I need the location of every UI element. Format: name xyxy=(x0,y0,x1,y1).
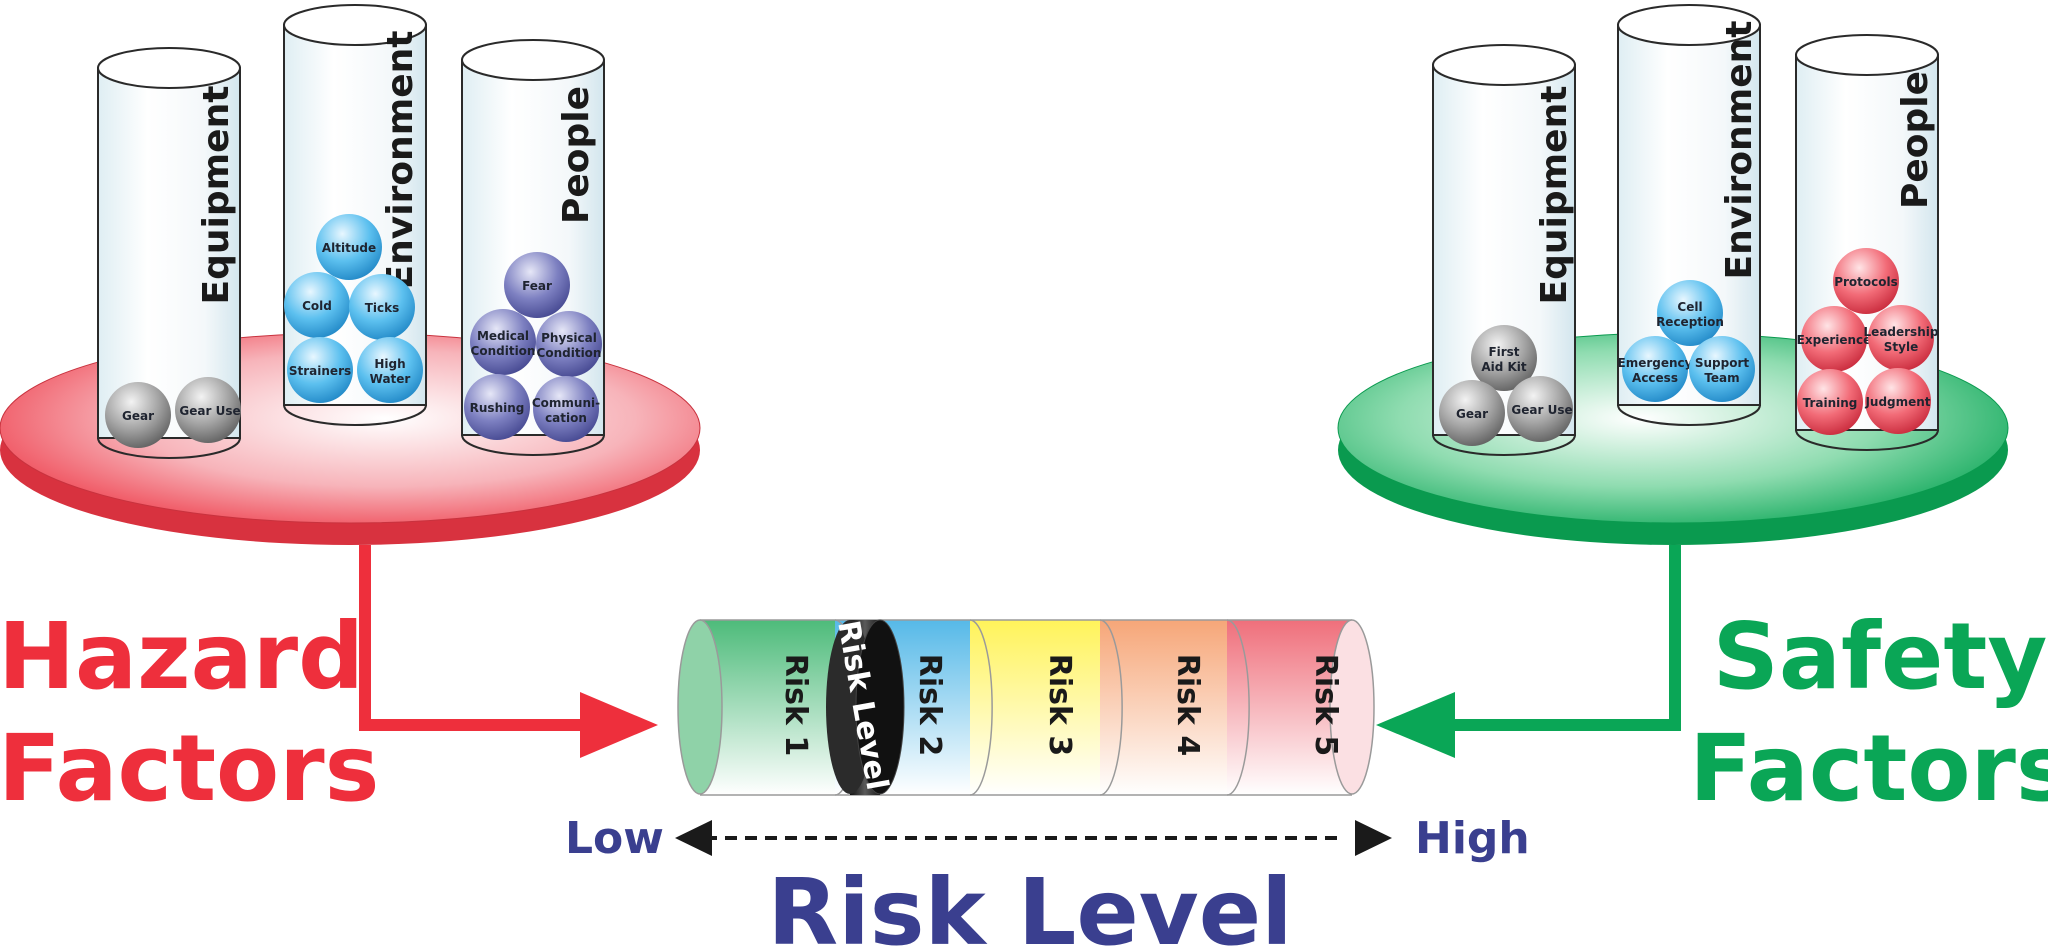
ball-label: Strainers xyxy=(289,364,351,378)
ball-label: Gear xyxy=(122,409,154,423)
ball-label: Experience xyxy=(1797,333,1872,347)
safety-people-label: People xyxy=(1895,71,1936,209)
risk-segment-2-label: Risk 2 xyxy=(912,654,947,757)
risk-segment-3-label: Risk 3 xyxy=(1042,654,1077,757)
safety-training-ball: Training xyxy=(1797,369,1863,435)
hazard-gear-ball: Gear xyxy=(105,382,171,448)
hazard-communication-ball: Communi-cation xyxy=(532,376,600,442)
ball-label: Cold xyxy=(302,299,332,313)
risk-segment-4-label: Risk 4 xyxy=(1170,654,1205,757)
hazard-altitude-ball: Altitude xyxy=(316,214,382,280)
hazard-arrow xyxy=(359,545,658,758)
scale-low-label: Low xyxy=(565,813,664,864)
ball-label: Fear xyxy=(522,279,552,293)
hazard-cylinder-equipment: Equipment Gear Gear Use xyxy=(97,47,241,459)
hazard-people-label: People xyxy=(556,86,597,224)
ball-label: Rushing xyxy=(470,401,525,415)
risk-segment-5-label: Risk 5 xyxy=(1308,654,1343,757)
hazard-cylinder-environment: Environment Altitude Cold Ticks Strainer… xyxy=(283,4,427,426)
safety-experience-ball: Experience xyxy=(1797,306,1872,372)
safety-judgment-ball: Judgment xyxy=(1864,368,1931,434)
hazard-equipment-label: Equipment xyxy=(196,86,237,305)
risk-segment-5: Risk 5 xyxy=(1226,619,1375,796)
risk-segment-3: Risk 3 xyxy=(969,619,1100,796)
ball-label: Protocols xyxy=(1834,275,1898,289)
risk-segment-4: Risk 4 xyxy=(1099,619,1227,796)
hazard-environment-label: Environment xyxy=(380,31,421,290)
hazard-title-line1: Hazard xyxy=(0,603,364,710)
safety-title-line1: Safety xyxy=(1713,603,2048,710)
ball-label: Altitude xyxy=(322,241,376,255)
safety-protocols-ball: Protocols xyxy=(1833,248,1899,314)
hazard-cold-ball: Cold xyxy=(284,272,350,338)
risk-level-slider[interactable]: Risk Level xyxy=(826,618,905,795)
hazard-gear-use-ball: Gear Use xyxy=(175,377,241,443)
hazard-strainers-ball: Strainers xyxy=(287,337,353,403)
ball-label: Gear xyxy=(1456,407,1488,421)
scale-high-label: High xyxy=(1415,813,1530,864)
hazard-ticks-ball: Ticks xyxy=(349,274,415,340)
safety-gear-ball: Gear xyxy=(1439,380,1505,446)
ball-label: Judgment xyxy=(1864,395,1930,409)
hazard-title-line2: Factors xyxy=(0,715,379,822)
hazard-rushing-ball: Rushing xyxy=(464,374,530,440)
risk-bar: Risk 1 Risk 2 Risk 3 Risk 4 xyxy=(677,618,1375,796)
risk-segment-1-label: Risk 1 xyxy=(778,654,813,757)
ball-label: Ticks xyxy=(365,301,400,315)
safety-environment-label: Environment xyxy=(1719,21,1760,280)
ball-label: Training xyxy=(1803,396,1858,410)
safety-gear-use-ball: Gear Use xyxy=(1507,376,1573,442)
hazard-fear-ball: Fear xyxy=(504,252,570,318)
risk-segment-1: Risk 1 xyxy=(677,619,835,796)
risk-scale xyxy=(675,820,1392,856)
safety-arrow xyxy=(1376,545,1681,758)
ball-label: Gear Use xyxy=(179,404,240,418)
ball-label: Communi-cation xyxy=(532,396,600,425)
safety-equipment-label: Equipment xyxy=(1534,86,1575,305)
safety-title-line2: Factors xyxy=(1689,715,2048,822)
ball-label: Gear Use xyxy=(1511,403,1572,417)
risk-level-title: Risk Level xyxy=(767,859,1292,947)
